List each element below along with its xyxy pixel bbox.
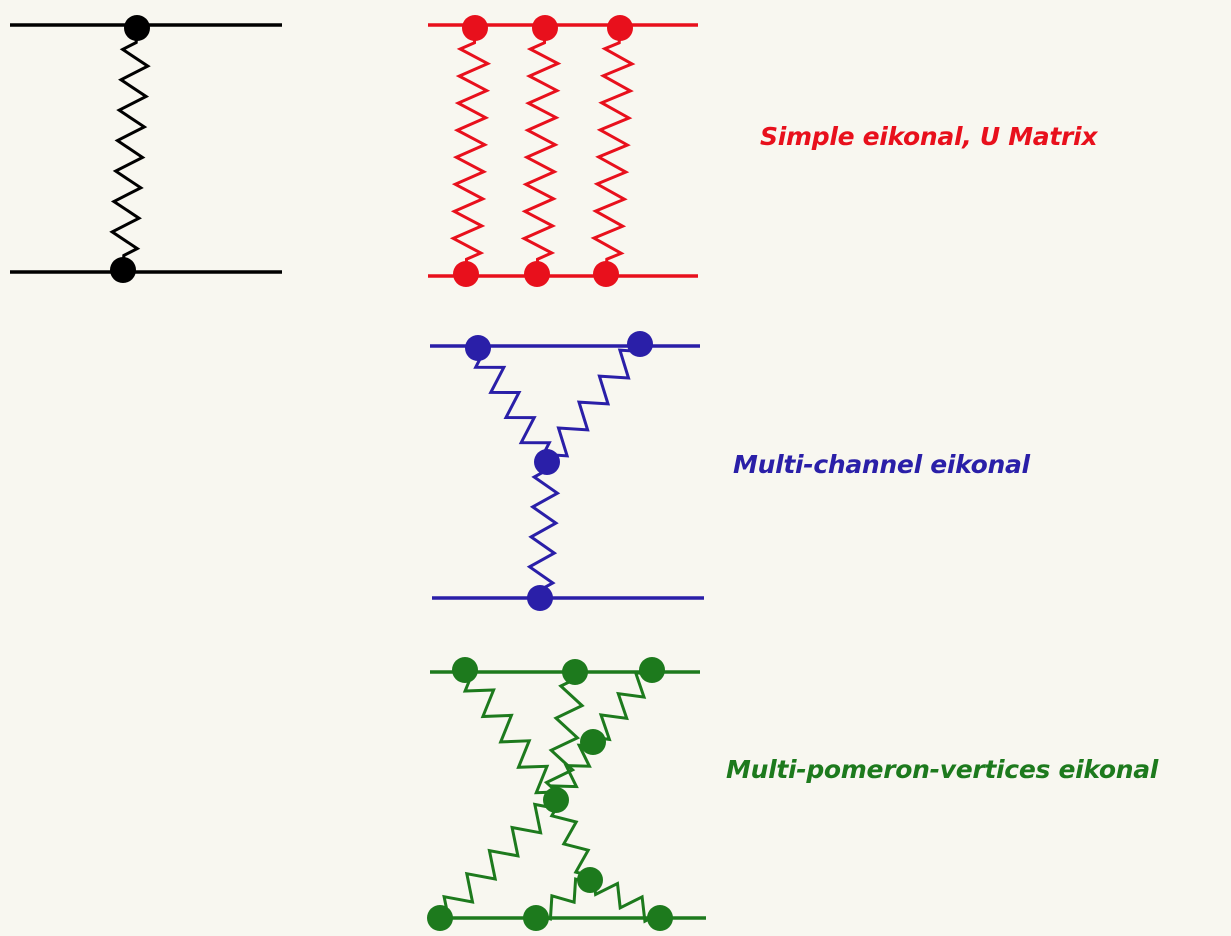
green-bottom-vertex-3: [647, 905, 673, 931]
red-bottom-vertex-1: [453, 261, 479, 287]
label-simple-eikonal: Simple eikonal, U Matrix: [760, 122, 1098, 151]
green-top-vertex-3: [639, 657, 665, 683]
green-pomeron-bottom-left: [438, 798, 558, 920]
green-top-vertex-1: [452, 657, 478, 683]
red-top-vertex-3: [607, 15, 633, 41]
green-bottom-vertex-2: [523, 905, 549, 931]
label-multi-pomeron-vertices-eikonal: Multi-pomeron-vertices eikonal: [726, 755, 1159, 784]
black-bottom-vertex: [110, 257, 136, 283]
black-top-vertex: [124, 15, 150, 41]
green-pomeron-top-mid: [543, 671, 585, 801]
red-bottom-vertex-2: [524, 261, 550, 287]
red-pomeron-3: [590, 27, 636, 275]
blue-bottom-vertex: [527, 585, 553, 611]
green-top-vertex-2: [562, 659, 588, 685]
black-pomeron: [109, 27, 151, 271]
green-central-vertex: [543, 787, 569, 813]
green-inner-vertex-upper: [580, 729, 606, 755]
blue-pomeron-left: [473, 347, 552, 463]
blue-pomeron-lower: [526, 461, 561, 599]
blue-pomeron-right: [545, 343, 642, 463]
green-bottom-vertex-1: [427, 905, 453, 931]
red-top-vertex-2: [532, 15, 558, 41]
red-pomeron-1: [449, 27, 492, 275]
label-multi-channel-eikonal: Multi-channel eikonal: [733, 450, 1030, 479]
green-pomeron-top-left: [462, 669, 558, 801]
blue-top-vertex-right: [627, 331, 653, 357]
blue-top-vertex-left: [465, 335, 491, 361]
blue-triple-vertex: [534, 449, 560, 475]
red-top-vertex-1: [462, 15, 488, 41]
red-pomeron-2: [520, 27, 562, 275]
green-pomeron-top-right: [591, 669, 654, 743]
green-inner-vertex-lower: [577, 867, 603, 893]
red-bottom-vertex-3: [593, 261, 619, 287]
